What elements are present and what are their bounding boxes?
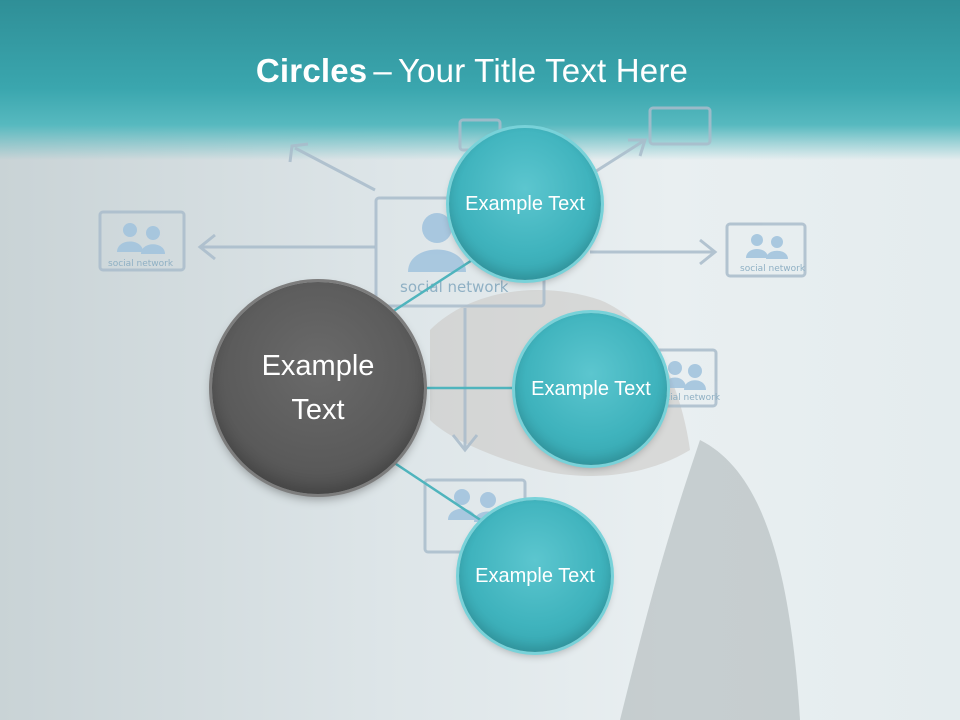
slide-title: Circles–Your Title Text Here [0, 52, 944, 90]
header-band [0, 0, 960, 160]
node-middle-label: Example Text [531, 378, 651, 400]
node-bottom-label: Example Text [475, 565, 595, 587]
net-label-center: social network [400, 278, 509, 296]
node-circle-middle[interactable]: Example Text [515, 313, 667, 465]
connector-top [391, 253, 481, 314]
title-rest: Your Title Text Here [397, 52, 689, 89]
node-circle-top[interactable]: Example Text [449, 128, 601, 280]
net-label-left: social network [108, 259, 174, 269]
net-label-right: social network [740, 264, 806, 274]
title-bold: Circles [255, 52, 368, 89]
net-label-mid: social network [655, 393, 721, 403]
connector-bottom [392, 460, 483, 523]
center-circle[interactable]: Example Text [212, 282, 424, 494]
node-circle-bottom[interactable]: Example Text [459, 500, 611, 652]
node-top-label: Example Text [465, 193, 585, 215]
center-circle-label: Example Text [261, 350, 375, 426]
title-dash: – [373, 52, 392, 89]
